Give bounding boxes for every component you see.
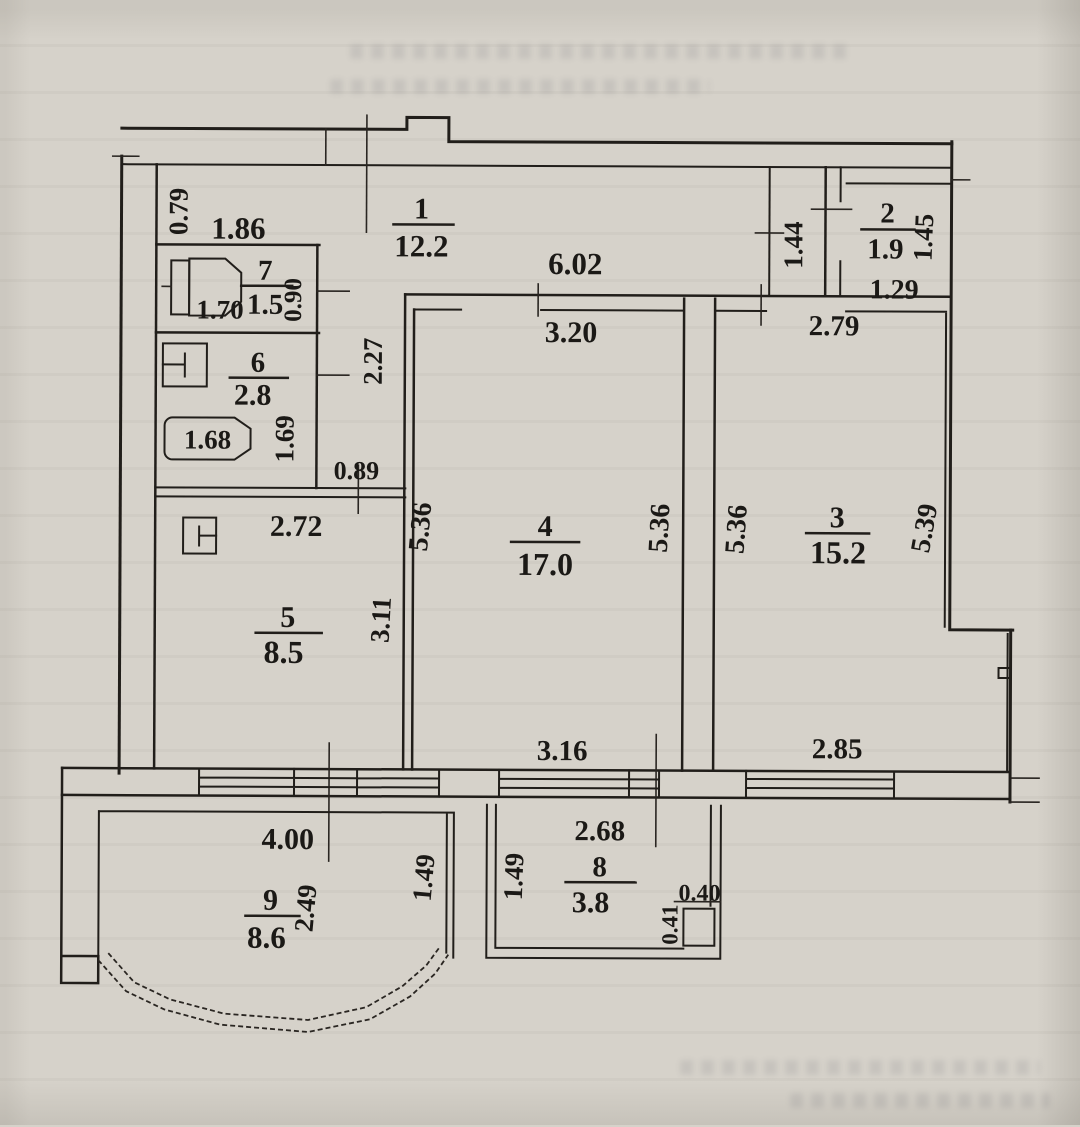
room-4-number: 4: [538, 510, 553, 543]
bathtub-icon: [163, 416, 252, 461]
dim-0-40: 0.40: [678, 881, 720, 907]
room-9-area: 8.6: [247, 920, 286, 955]
dim-2-72: 2.72: [270, 510, 323, 543]
faint-ghost-text: [350, 44, 850, 59]
dim-0-79-vertical: 0.79: [163, 188, 193, 235]
dim-1-49-balcony8: 1.49: [498, 852, 530, 900]
dim-3-11-vertical: 3.11: [364, 596, 397, 643]
bay-window-arc: [97, 954, 450, 1033]
dim-1-29: 1.29: [870, 274, 919, 305]
window-symbols: [197, 767, 896, 800]
balcony-9-outline: [97, 810, 455, 1033]
balcony-pillar: [682, 907, 716, 947]
dim-5-36-room4-right: 5.36: [643, 503, 677, 554]
exterior-walls: [59, 115, 1040, 985]
dim-6-02: 6.02: [548, 246, 602, 281]
dim-1-86: 1.86: [211, 211, 265, 246]
dim-0-90-vertical: 0.90: [280, 278, 307, 322]
faint-ghost-text: [790, 1093, 1050, 1108]
room-6-number: 6: [251, 347, 266, 379]
dim-3-16: 3.16: [537, 735, 588, 767]
dim-1-68-bathtub: 1.68: [184, 424, 231, 454]
room-9-number: 9: [263, 884, 278, 917]
dim-2-68: 2.68: [574, 815, 625, 847]
dim-1-49-balcony9: 1.49: [407, 853, 441, 903]
dim-2-85: 2.85: [812, 733, 863, 765]
dim-1-44-vertical: 1.44: [778, 221, 808, 268]
faint-ghost-text: [330, 79, 710, 94]
room-5-area: 8.5: [264, 634, 304, 670]
toilet-icon: [161, 257, 243, 317]
dim-1-45-vertical: 1.45: [908, 213, 940, 261]
dim-5-36-room4-left: 5.36: [403, 501, 438, 553]
dim-5-39-vertical: 5.39: [905, 501, 944, 555]
room-6-area: 2.8: [234, 379, 272, 412]
room-1-number: 1: [414, 192, 429, 225]
dim-5-36-room3-left: 5.36: [719, 504, 754, 555]
sink-icon-kitchen: [182, 516, 218, 555]
dim-3-20: 3.20: [545, 316, 598, 349]
sink-icon-bathroom: [161, 342, 208, 388]
room-8-area: 3.8: [572, 886, 610, 919]
room-2-number: 2: [880, 197, 895, 229]
dim-2-49-vertical: 2.49: [288, 883, 322, 933]
room-5-number: 5: [280, 601, 295, 634]
room-3-number: 3: [830, 501, 845, 534]
dim-0-89: 0.89: [334, 456, 380, 485]
room-1-area: 12.2: [394, 228, 448, 263]
bay-window-arc-inner: [107, 947, 441, 1021]
dim-2-79: 2.79: [809, 310, 860, 342]
dim-2-27-vertical: 2.27: [358, 338, 388, 385]
room-8-number: 8: [592, 851, 607, 883]
dim-0-41-vertical: 0.41: [657, 904, 682, 944]
dimension-tick-lines: [316, 114, 853, 862]
dim-1-70: 1.70: [196, 294, 243, 324]
interior-walls: [152, 163, 1009, 773]
dim-1-69-vertical: 1.69: [269, 415, 299, 462]
room-4-area: 17.0: [517, 546, 573, 582]
room-2-area: 1.9: [867, 233, 903, 265]
room-7-number: 7: [258, 255, 273, 287]
dim-4-00: 4.00: [261, 823, 314, 856]
room-3-area: 15.2: [810, 534, 866, 570]
room-7-area: 1.5: [247, 289, 283, 321]
balcony-8-outline: [485, 803, 722, 960]
faint-ghost-text: [680, 1060, 1040, 1075]
